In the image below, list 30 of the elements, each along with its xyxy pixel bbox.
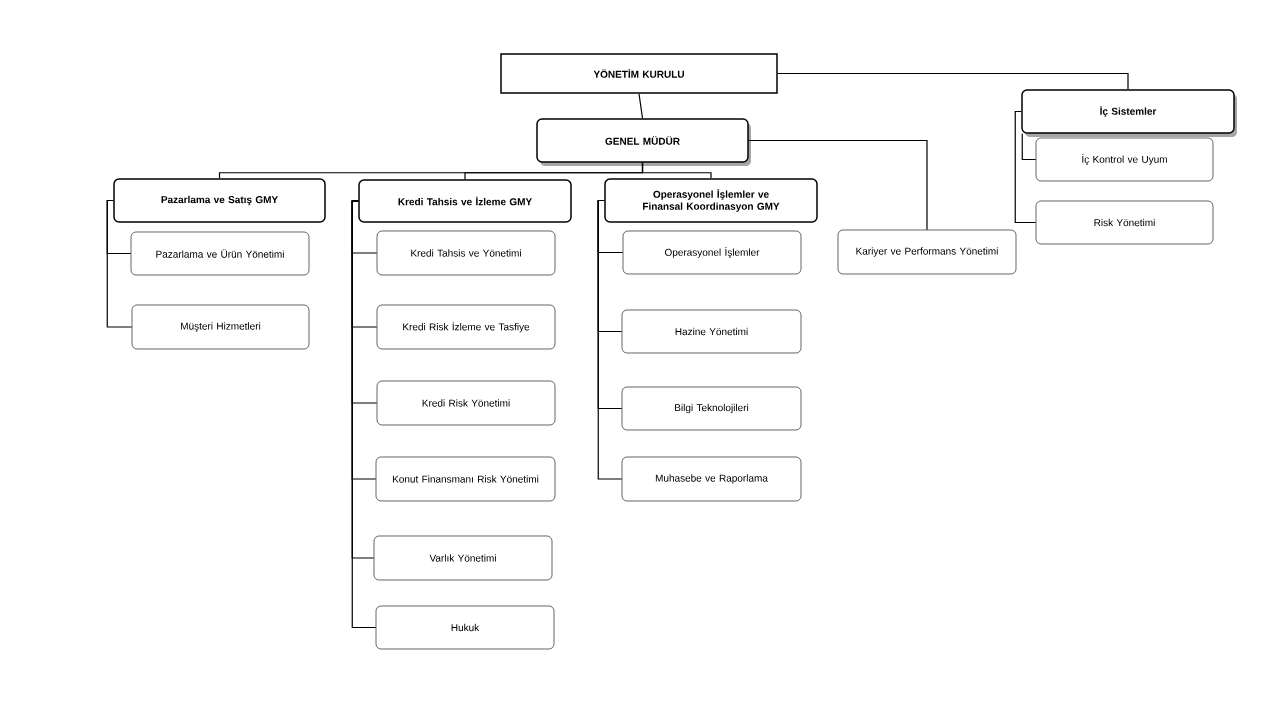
connector-line [351,200,377,629]
unit-box: Kredi Tahsis ve Yönetimi [376,230,556,276]
unit-box: İç Kontrol ve Uyum [1035,137,1214,182]
unit-box: Kredi Risk Yönetimi [376,380,556,426]
connector-line [597,199,623,480]
unit-box: Hazine Yönetimi [621,309,802,354]
unit-box: Kredi Risk İzleme ve Tasfiye [376,304,556,350]
connector-line [1014,110,1037,224]
department-box: Kredi Tahsis ve İzleme GMY [358,179,572,223]
unit-box: Operasyonel İşlemler [622,230,802,275]
connector-line [106,199,133,328]
unit-box: Varlık Yönetimi [373,535,553,581]
board-box: YÖNETİM KURULU [500,53,778,94]
unit-box: Bilgi Teknolojileri [621,386,802,431]
unit-box: Konut Finansmanı Risk Yönetimi [375,456,556,502]
department-box: GENEL MÜDÜR [536,118,751,166]
connector-line [1021,133,1037,161]
connector-line [641,162,712,179]
connector-line [638,93,644,119]
department-box: Operasyonel İşlemler ve Finansal Koordinasyon GMY [604,178,818,223]
unit-box: Risk Yönetimi [1035,200,1214,245]
connector-line [748,139,928,231]
unit-box: Kariyer ve Performans Yönetimi [837,229,1017,275]
connector-line [777,72,1129,90]
unit-box: Muhasebe ve Raporlama [621,456,802,502]
department-box: İç Sistemler [1021,89,1237,137]
unit-box: Hukuk [375,605,555,650]
department-box: Pazarlama ve Satış GMY [113,178,326,223]
unit-box: Pazarlama ve Ürün Yönetimi [130,231,310,276]
unit-box: Müşteri Hizmetleri [131,304,310,350]
